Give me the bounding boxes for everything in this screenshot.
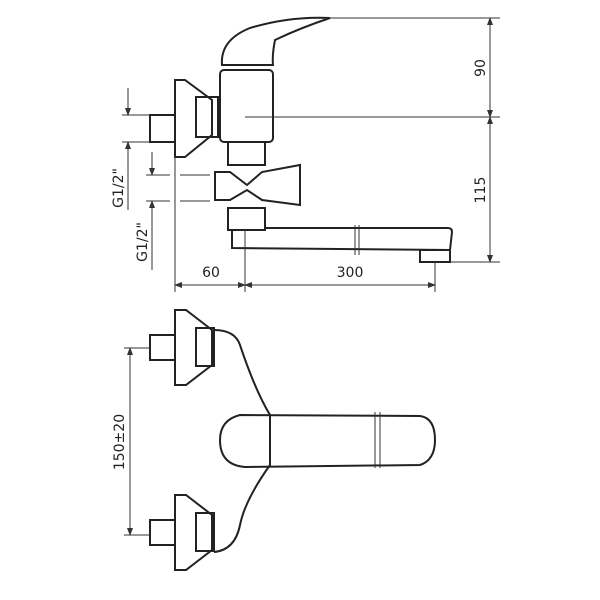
spout-connector — [227, 207, 266, 231]
spout — [231, 227, 454, 252]
top-lever — [218, 413, 437, 469]
spout-outlet — [419, 249, 451, 263]
inlet-pipe — [149, 114, 176, 143]
top-view: 150±20 — [112, 309, 437, 571]
dim-115: 115 — [473, 177, 489, 204]
connection-nut — [195, 96, 219, 138]
dim-60: 60 — [202, 265, 220, 281]
lower-nut — [195, 512, 215, 552]
dim-300: 300 — [337, 265, 364, 281]
dim-90: 90 — [473, 59, 489, 77]
mixer-body — [219, 69, 274, 143]
body-outline — [213, 329, 271, 553]
wall-flange — [174, 79, 213, 158]
lower-inlet — [149, 519, 176, 546]
dim-150: 150±20 — [112, 414, 128, 470]
upper-nut — [195, 327, 215, 367]
dim-thread-upper: G1/2" — [111, 168, 127, 208]
lower-block — [227, 141, 266, 166]
side-view: 90 115 G1/2" G1/2" 60 300 — [111, 16, 500, 292]
diverter — [214, 163, 301, 207]
lever-handle — [220, 16, 331, 66]
upper-flange — [174, 309, 213, 386]
dim-thread-lower: G1/2" — [135, 222, 151, 262]
upper-inlet — [149, 334, 176, 361]
lower-flange — [174, 494, 213, 571]
